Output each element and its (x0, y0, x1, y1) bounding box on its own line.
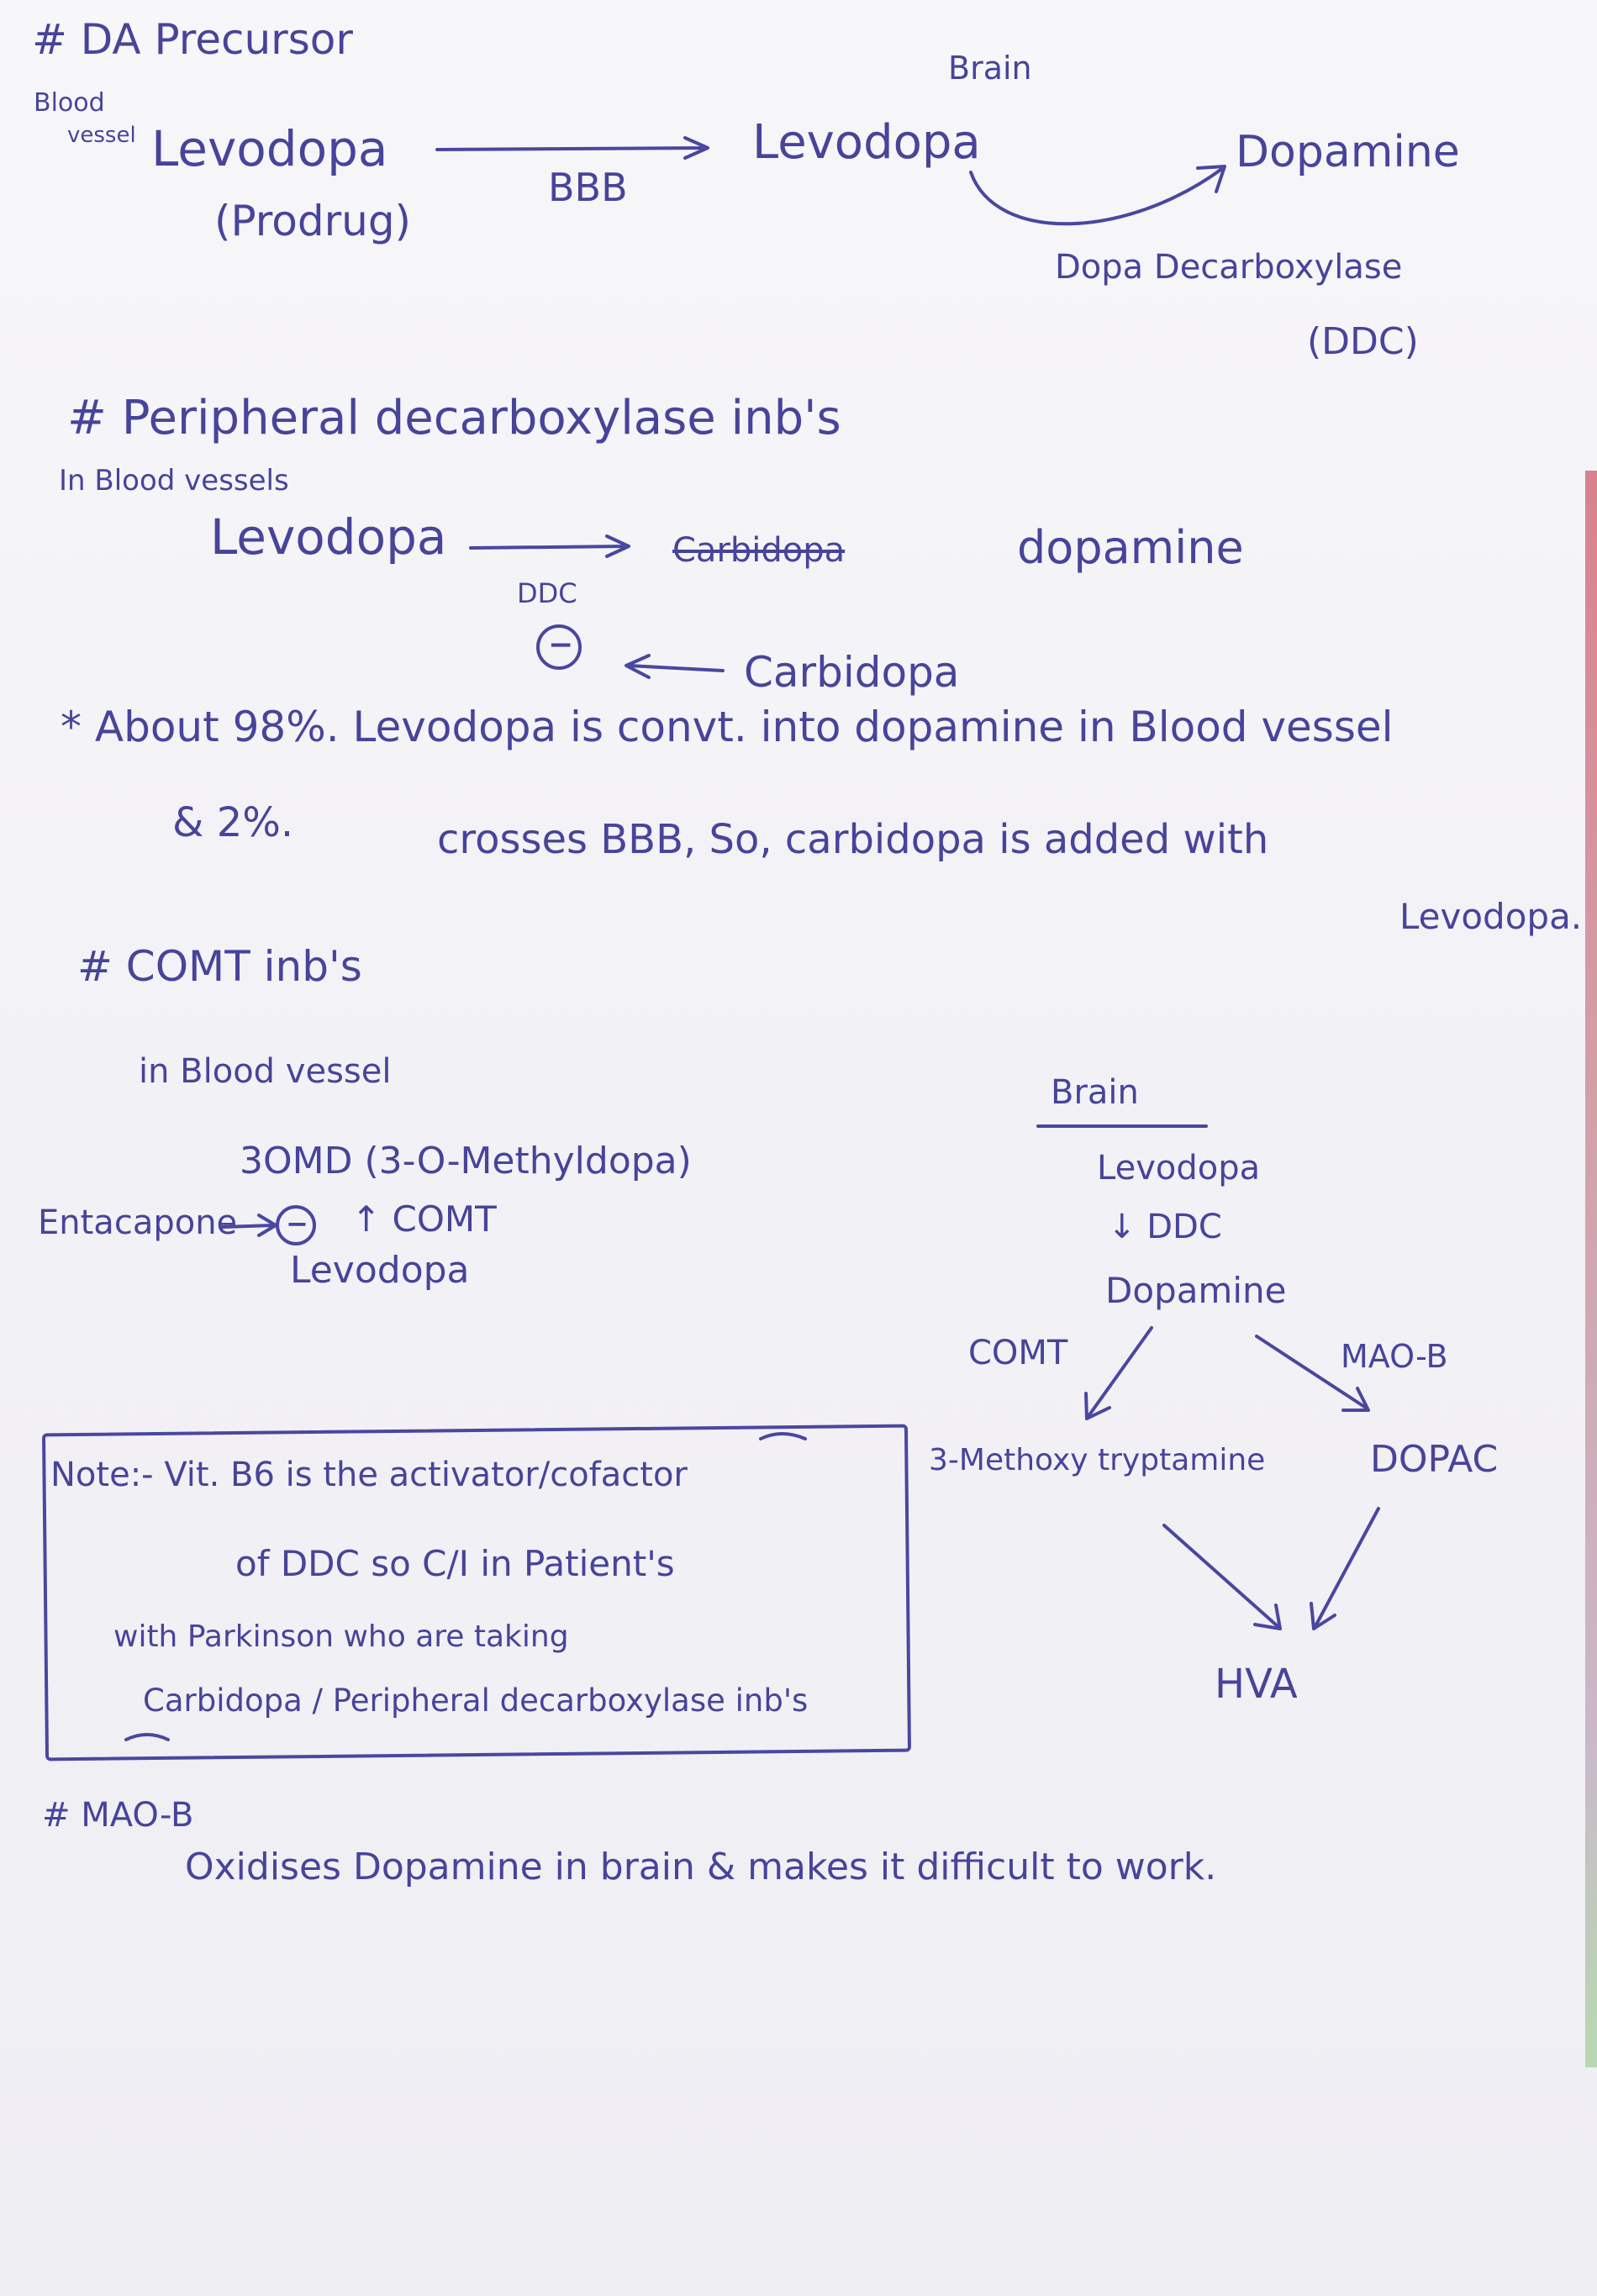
methoxy-hva-arrow (1162, 1524, 1282, 1630)
label-vessel: vessel (67, 123, 136, 148)
bbb-arrow (435, 136, 709, 160)
brain-ddc: ↓ DDC (1108, 1208, 1222, 1246)
note-98-line1: * About 98%. Levodopa is convt. into dop… (61, 703, 1394, 751)
brain-levodopa: Levodopa (1097, 1149, 1261, 1187)
comt-arrow (1084, 1326, 1153, 1420)
note-box-squiggle-bottom (124, 1733, 170, 1741)
bbb-label: BBB (548, 165, 628, 210)
levodopa-comt: Levodopa (290, 1249, 470, 1292)
note-98-line2b: crosses BBB, So, carbidopa is added with (437, 816, 1269, 863)
label-in-blood-vessels: In Blood vessels (59, 464, 289, 498)
ddc-label: DDC (517, 577, 577, 609)
brain-label-2: Brain (1051, 1073, 1139, 1112)
maob-label-diagram: MAO-B (1341, 1338, 1448, 1375)
carbidopa-arrow (625, 654, 725, 679)
levodopa-blood: Levodopa (151, 120, 388, 177)
note-box-squiggle-top (759, 1432, 807, 1440)
ddc-arrow (469, 535, 630, 558)
heading-comt: # COMT inb's (77, 942, 362, 991)
minus-sign-1: − (548, 628, 574, 662)
dopamine-periph: dopamine (1017, 521, 1244, 574)
note-98-line2a: & 2%. (172, 799, 294, 846)
label-brain: Brain (948, 50, 1032, 87)
inhibit-circle-2 (276, 1205, 316, 1245)
note-line4: Carbidopa / Peripheral decarboxylase inb… (143, 1683, 809, 1719)
heading-peripheral: # Peripheral decarboxylase inb's (67, 391, 841, 445)
note-line2: of DDC so C/I in Patient's (235, 1543, 675, 1584)
heading-da-precursor: # DA Precursor (32, 15, 353, 64)
enzyme-abbr: (DDC) (1307, 320, 1419, 363)
omd-label: 3OMD (3-O-Methyldopa) (240, 1140, 692, 1182)
note-98-line3: Levodopa. (1399, 896, 1583, 937)
struck-carbidopa: Carbidopa (672, 531, 846, 570)
label-blood: Blood (34, 88, 105, 118)
inhibit-circle-1 (536, 624, 582, 670)
methoxy-label: 3-Methoxy tryptamine (929, 1443, 1266, 1477)
dopac-label: DOPAC (1370, 1438, 1499, 1481)
minus-sign-2: − (286, 1208, 308, 1240)
entacapone-label: Entacapone (38, 1203, 238, 1242)
label-in-blood-vessel: in Blood vessel (139, 1052, 392, 1091)
brain-dopamine: Dopamine (1105, 1270, 1287, 1311)
ddc-curve-arrow (969, 165, 1226, 226)
heading-maob: # MAO-B (42, 1796, 194, 1835)
levodopa-periph: Levodopa (210, 508, 447, 566)
enzyme-label: Dopa Decarboxylase (1055, 248, 1403, 287)
comt-up-label: ↑ COMT (351, 1198, 497, 1240)
hva-label: HVA (1215, 1661, 1298, 1708)
prodrug-label: (Prodrug) (214, 197, 412, 245)
maob-arrow (1255, 1335, 1370, 1412)
page-edge-strip (1585, 471, 1597, 2067)
dopamine-label: Dopamine (1236, 127, 1460, 177)
dopac-hva-arrow (1310, 1507, 1380, 1630)
note-line1: Note:- Vit. B6 is the activator/cofactor (50, 1456, 688, 1494)
maob-body: Oxidises Dopamine in brain & makes it di… (185, 1846, 1217, 1888)
comt-label: COMT (968, 1334, 1068, 1372)
carbidopa-label: Carbidopa (744, 648, 960, 697)
levodopa-brain: Levodopa (752, 115, 981, 170)
note-line3: with Parkinson who are taking (113, 1619, 569, 1654)
